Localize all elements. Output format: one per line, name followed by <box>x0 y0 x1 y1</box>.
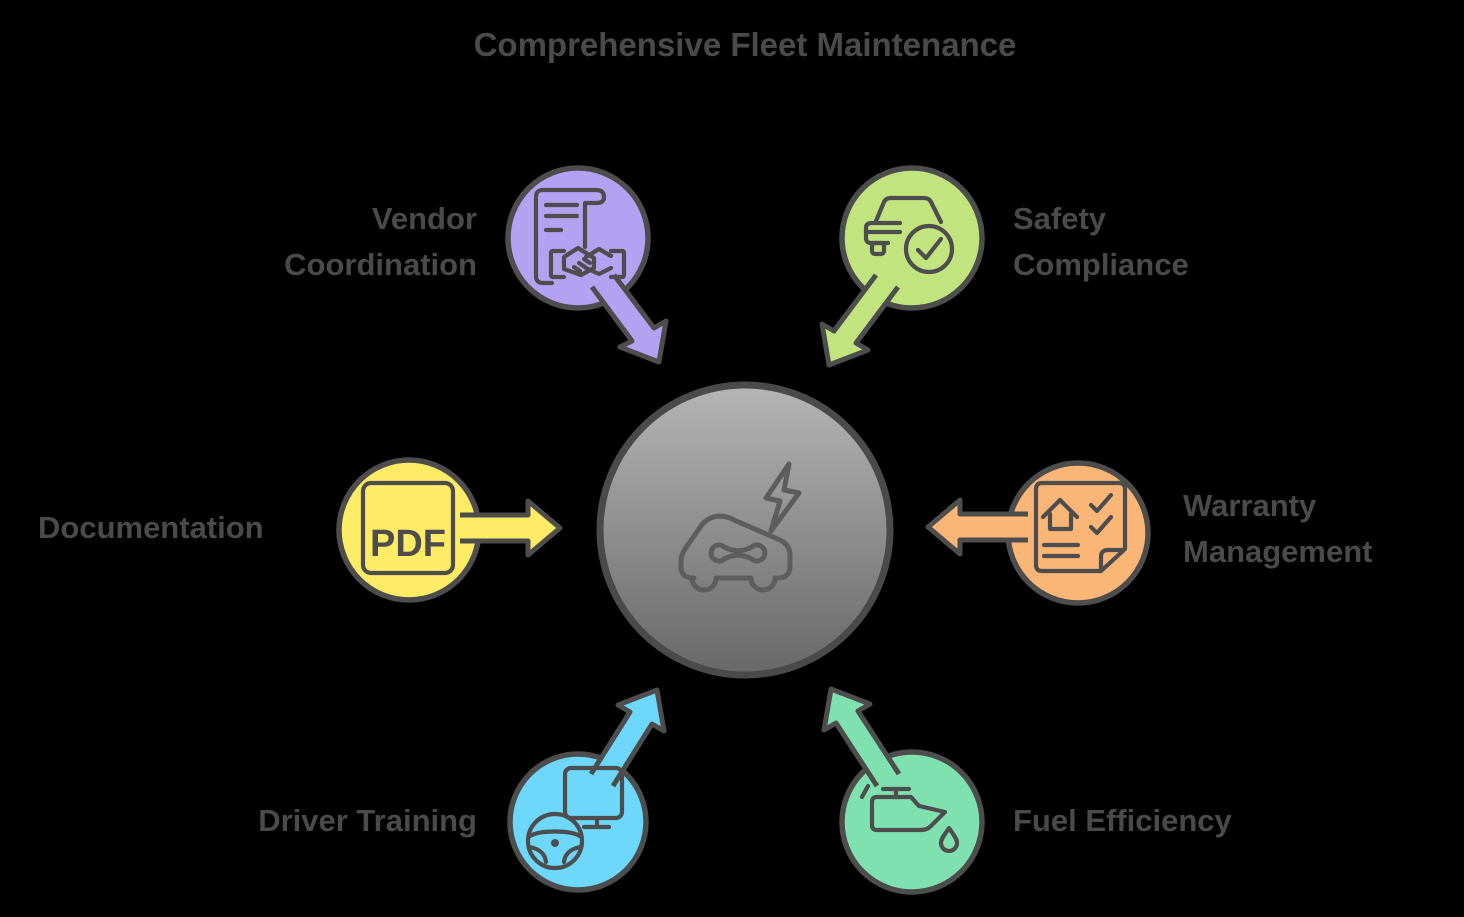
label-safety-compliance: Safety Compliance <box>1013 201 1189 282</box>
label-vendor-coordination: Vendor Coordination <box>284 201 477 282</box>
arrow-to-hub <box>460 498 563 558</box>
label-warranty-management: Warranty Management <box>1183 488 1373 569</box>
node-vendor-coordination <box>505 165 669 365</box>
home-icon <box>1040 497 1080 532</box>
node-circle <box>505 165 651 311</box>
car-check-icon <box>863 195 955 275</box>
contract-handshake-icon <box>533 187 627 286</box>
arrow-to-hub <box>821 686 902 788</box>
oil-can-icon <box>859 783 960 854</box>
monitor-icon <box>562 765 625 821</box>
checkmark-icon <box>1088 492 1114 514</box>
hub-circle <box>596 381 894 679</box>
arrow-to-hub <box>925 497 1028 557</box>
oil-drop-icon <box>938 825 960 854</box>
pdf-icon: PDF <box>360 480 456 576</box>
page-title: Comprehensive Fleet Maintenance <box>473 26 1017 63</box>
warranty-document-icon <box>1033 480 1128 574</box>
node-circle <box>839 749 985 895</box>
arrow-to-hub <box>589 273 669 365</box>
hub-node <box>596 381 894 679</box>
node-safety-compliance <box>819 165 985 368</box>
label-fuel-efficiency: Fuel Efficiency <box>1013 803 1232 838</box>
label-driver-training: Driver Training <box>258 803 477 838</box>
pdf-label: PDF <box>370 523 446 565</box>
arrow-to-hub <box>819 273 900 368</box>
steering-wheel-icon <box>525 811 585 871</box>
arrow-to-hub <box>588 687 667 788</box>
checkmark-icon <box>1088 514 1114 536</box>
wrench-icon <box>708 542 768 564</box>
node-warranty-management <box>925 460 1151 606</box>
lightning-bolt-icon <box>763 461 802 534</box>
car-service-icon <box>678 461 802 593</box>
node-documentation: PDF <box>336 457 563 603</box>
node-driver-training <box>507 687 667 893</box>
node-circle <box>507 751 649 893</box>
steering-wheel-monitor-icon <box>525 765 625 871</box>
node-fuel-efficiency <box>821 686 985 895</box>
label-documentation: Documentation <box>38 510 264 545</box>
node-circle <box>839 165 985 311</box>
